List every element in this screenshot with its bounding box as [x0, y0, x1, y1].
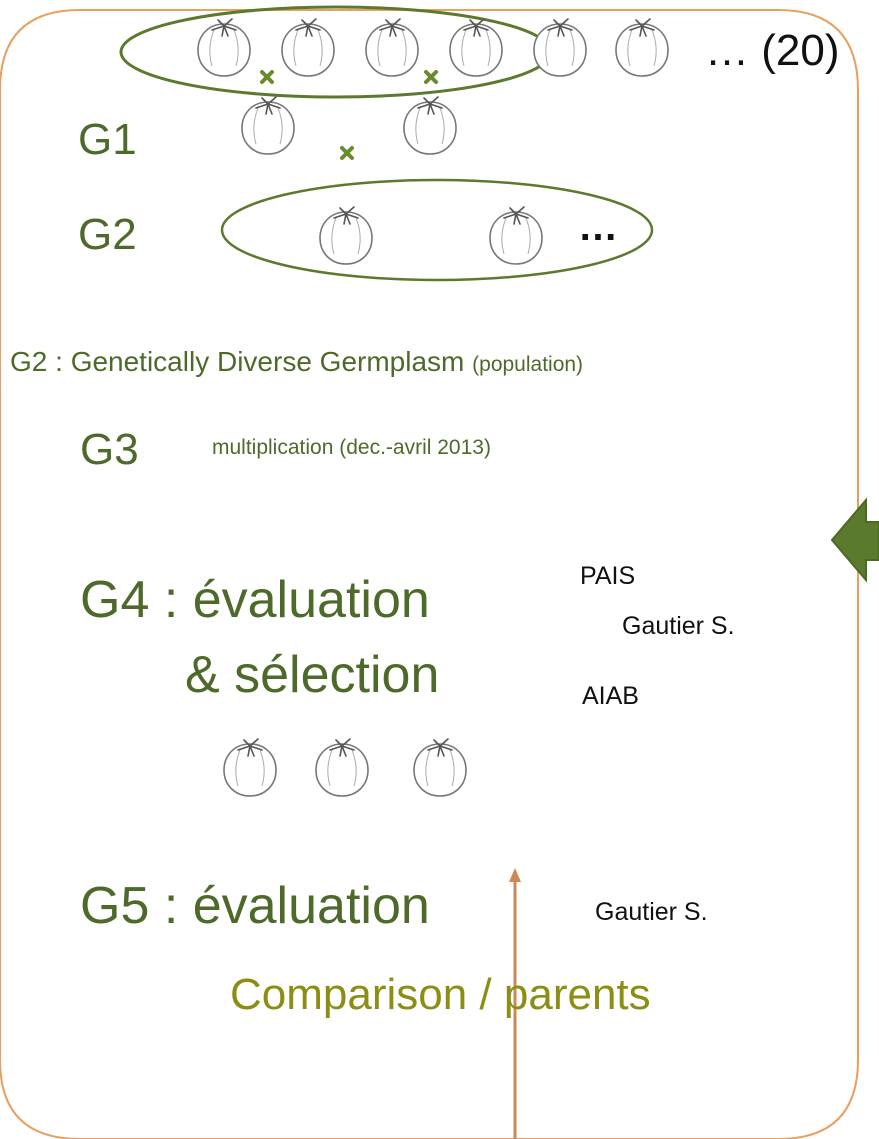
g3-label: G3	[80, 425, 139, 474]
tomato-icon	[533, 18, 587, 77]
g5-partner: Gautier S.	[595, 898, 708, 926]
cross-icon	[260, 70, 274, 84]
g2-ellipsis: …	[578, 205, 618, 249]
arrow-left-icon	[830, 497, 879, 583]
tomato-icon	[489, 206, 543, 265]
tomato-icon	[223, 738, 277, 797]
tomato-icon	[281, 18, 335, 77]
tomato-icon	[241, 96, 295, 155]
g2-label: G2	[78, 210, 137, 259]
g4-partner-aiab: AIAB	[582, 682, 639, 710]
cross-icon	[424, 70, 438, 84]
arrow-up-icon	[509, 868, 521, 1139]
tomato-icon	[403, 96, 457, 155]
tomato-icon	[615, 18, 669, 77]
tomato-icon	[319, 206, 373, 265]
g1-label: G1	[78, 115, 137, 164]
g5-title: G5 : évaluation	[80, 877, 430, 935]
g4-title-line1: G4 : évaluation	[80, 571, 430, 629]
g4-partner-pais: PAIS	[580, 562, 636, 590]
cross-icon	[340, 146, 354, 160]
tomato-icon	[413, 738, 467, 797]
tomato-icon	[197, 18, 251, 77]
g3-note: multiplication (dec.-avril 2013)	[212, 436, 491, 459]
g4-title-line2: & sélection	[185, 646, 440, 704]
g4-partner-gautier: Gautier S.	[622, 612, 735, 640]
g2-description: G2 : Genetically Diverse Germplasm (popu…	[10, 346, 583, 378]
g2-description-note: (population)	[472, 353, 584, 376]
parents-count: … (20)	[705, 26, 840, 75]
tomato-icon	[315, 738, 369, 797]
g2-population-ellipse	[220, 178, 654, 282]
comparison-label: Comparison / parents	[230, 970, 651, 1019]
tomato-icon	[449, 18, 503, 77]
g2-description-main: G2 : Genetically Diverse Germplasm	[10, 346, 465, 377]
tomato-icon	[365, 18, 419, 77]
